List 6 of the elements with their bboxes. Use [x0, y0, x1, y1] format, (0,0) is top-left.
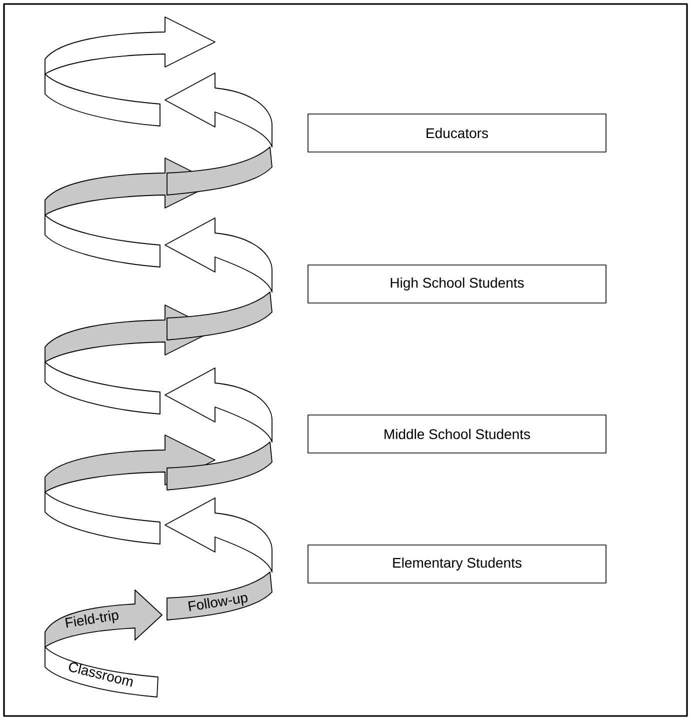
band: Field-trip — [44, 590, 162, 648]
band: Follow-up — [166, 572, 272, 620]
label-box: Elementary Students — [308, 544, 606, 584]
label-box: Middle School Students — [308, 414, 606, 454]
label-box: High School Students — [308, 264, 606, 304]
label-box: Educators — [308, 114, 606, 152]
